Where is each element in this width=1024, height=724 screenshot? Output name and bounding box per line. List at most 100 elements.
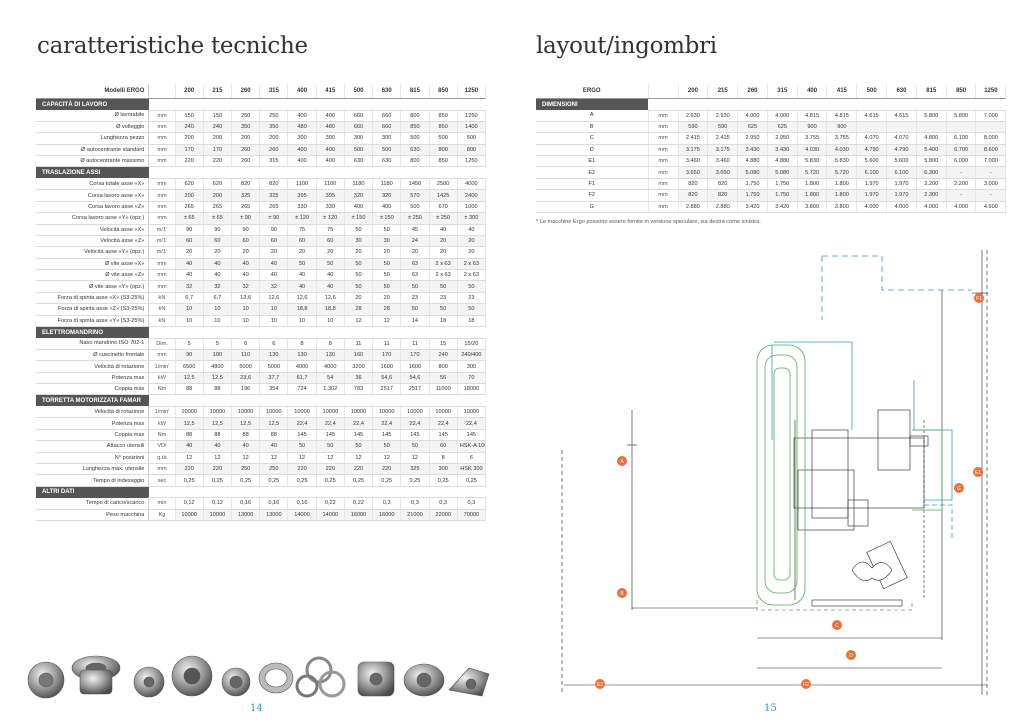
cell-value: 4.070 — [886, 132, 917, 145]
cell-value: 6500 — [175, 360, 204, 373]
row-label: Lunghezza max. utensile — [36, 463, 150, 476]
cell-value: 8 — [429, 452, 458, 464]
cell-value: 220 — [175, 463, 204, 476]
cell-value: 88 — [175, 429, 204, 442]
cell-value: 6.100 — [946, 132, 977, 145]
cell-value: 570 — [400, 189, 430, 202]
cell-value: 6.300 — [916, 166, 947, 179]
row-label: N° posizioni — [36, 452, 150, 464]
cell-value: 63 — [400, 258, 430, 271]
cell-value: 15/20 — [457, 338, 487, 350]
cell-value: 590 — [707, 121, 739, 134]
cell-value: 900 — [826, 121, 858, 134]
cell-value: 20 — [344, 292, 374, 305]
section-blank — [648, 98, 1006, 111]
cell-value: 820 — [707, 178, 739, 191]
row-label: A — [536, 110, 649, 122]
cell-value: 12 — [287, 452, 317, 464]
row-unit: Dim. — [148, 338, 176, 350]
cell-value: 18000 — [457, 383, 487, 396]
row-label: Forza di spinta asse «Y» (S3-25%) — [36, 315, 150, 328]
row-label: Tempo di indexaggio — [36, 474, 150, 487]
cell-value: 130 — [287, 349, 317, 362]
cell-value: 0,25 — [429, 474, 458, 487]
cell-value: 145 — [429, 429, 458, 442]
row-label: Velocità asse «X» — [36, 224, 150, 236]
cell-value: 3.460 — [678, 155, 709, 168]
section-blank — [148, 486, 486, 499]
model-header: 315 — [259, 84, 289, 99]
section-header-row: ELETTROMANDRINO — [36, 326, 486, 339]
model-header: 415 — [316, 84, 345, 99]
cell-value: 220 — [175, 155, 204, 168]
section-blank — [148, 326, 486, 339]
cell-value: 200 — [175, 132, 204, 145]
cell-value: 4.800 — [916, 132, 947, 145]
row-label: Ø autocentrante massimo — [36, 155, 150, 168]
cell-value — [975, 121, 1007, 134]
model-header: 400 — [797, 84, 828, 99]
cell-value: 12 — [372, 452, 402, 464]
cell-value: 320 — [372, 189, 402, 202]
cell-value: 13000 — [259, 509, 289, 522]
cell-value — [886, 121, 917, 134]
cell-value: 480 — [287, 121, 317, 134]
marker-label: E2 — [597, 682, 603, 688]
cell-value: 4.000 — [767, 110, 798, 122]
cell-value: 6.700 — [946, 144, 977, 157]
cell-value: 6 — [457, 452, 487, 464]
row-unit: kN — [148, 315, 176, 328]
row-unit: mm — [148, 280, 176, 293]
cell-value: 40 — [175, 258, 204, 271]
cell-value: 3.420 — [737, 201, 768, 214]
row-unit: m/1' — [148, 224, 176, 236]
cell-value: 2 x 63 — [457, 269, 487, 282]
cell-value: 23 — [400, 292, 430, 305]
cell-value: 63 — [400, 269, 430, 282]
cell-value: 75 — [316, 224, 345, 236]
cell-value: - — [946, 166, 977, 179]
cell-value: 1450 — [400, 178, 430, 191]
model-header: 215 — [707, 84, 739, 99]
cell-value: 0,25 — [372, 474, 402, 487]
model-header: 315 — [767, 84, 798, 99]
cell-value: 500 — [344, 144, 374, 157]
cell-value: 5000 — [231, 360, 261, 373]
cell-value: 22,4 — [344, 417, 374, 430]
cell-value: 145 — [344, 429, 374, 442]
cell-value: 3.800 — [797, 201, 828, 214]
cell-value: 2.950 — [737, 132, 768, 145]
cell-value: 14000 — [316, 509, 345, 522]
cell-value: 0,25 — [259, 474, 289, 487]
cell-value: 12,5 — [259, 417, 289, 430]
cell-value: 12 — [203, 452, 233, 464]
cell-value: 40 — [287, 280, 317, 293]
cell-value: 315 — [259, 155, 289, 168]
cell-value: 90 — [175, 349, 204, 362]
cell-value: 590 — [678, 121, 709, 134]
cell-value: 10 — [231, 315, 261, 328]
cell-value: 2.200 — [916, 178, 947, 191]
cell-value: 15 — [429, 338, 458, 350]
cell-value: 18,8 — [316, 303, 345, 316]
cell-value: 400 — [316, 144, 345, 157]
model-header: 815 — [400, 84, 430, 99]
cell-value: 480 — [316, 121, 345, 134]
page-number: 14 — [250, 703, 263, 714]
cell-value: 4.815 — [797, 110, 828, 122]
cell-value: 1.970 — [856, 189, 888, 202]
cell-value: 28 — [372, 303, 402, 316]
cell-value: 50 — [344, 269, 374, 282]
model-header: 815 — [916, 84, 947, 99]
cell-value: 1.800 — [797, 178, 828, 191]
row-unit: kN — [148, 292, 176, 305]
row-unit: kW — [148, 372, 176, 385]
